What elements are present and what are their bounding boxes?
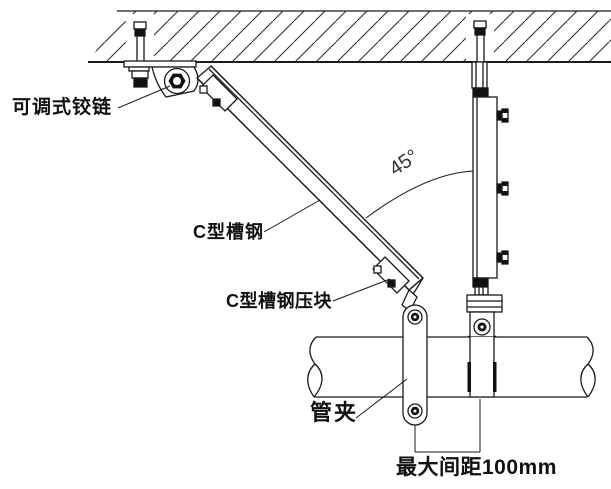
label-c-channel-clamp-block: C型槽钢压块 (226, 291, 332, 311)
label-adjustable-hinge: 可调式铰链 (12, 97, 113, 118)
strut-side-bolts (496, 108, 509, 265)
label-c-channel: C型槽钢 (193, 222, 264, 242)
pipe-clamp-left (402, 304, 428, 426)
pipe-clamp-right (466, 294, 503, 398)
label-pipe-clamp: 管夹 (310, 400, 359, 425)
c-channel-brace (196, 65, 424, 291)
pipe-break-left (307, 336, 323, 398)
ceiling-slab (88, 10, 611, 63)
anchor-bolt-left (123, 21, 197, 88)
leader-lines (117, 85, 408, 419)
ceiling-hatch (90, 11, 611, 62)
c-channel-clamp-block (372, 256, 424, 312)
vertical-channel-strut (472, 96, 509, 296)
adjustable-hinge (151, 66, 199, 98)
pipe (307, 336, 596, 398)
hanger-rod (471, 61, 489, 98)
label-max-spacing: 最大间距100mm (396, 456, 557, 479)
hinge-channel-strap (199, 74, 238, 112)
leader-c-channel (263, 199, 321, 233)
leader-pipe-clamp (355, 378, 408, 419)
dimension-lines (414, 399, 481, 453)
leader-clamp-block (332, 278, 391, 302)
angle-arc (365, 170, 477, 219)
pipe-break-right (580, 336, 596, 398)
leader-adjustable-hinge (117, 85, 171, 109)
